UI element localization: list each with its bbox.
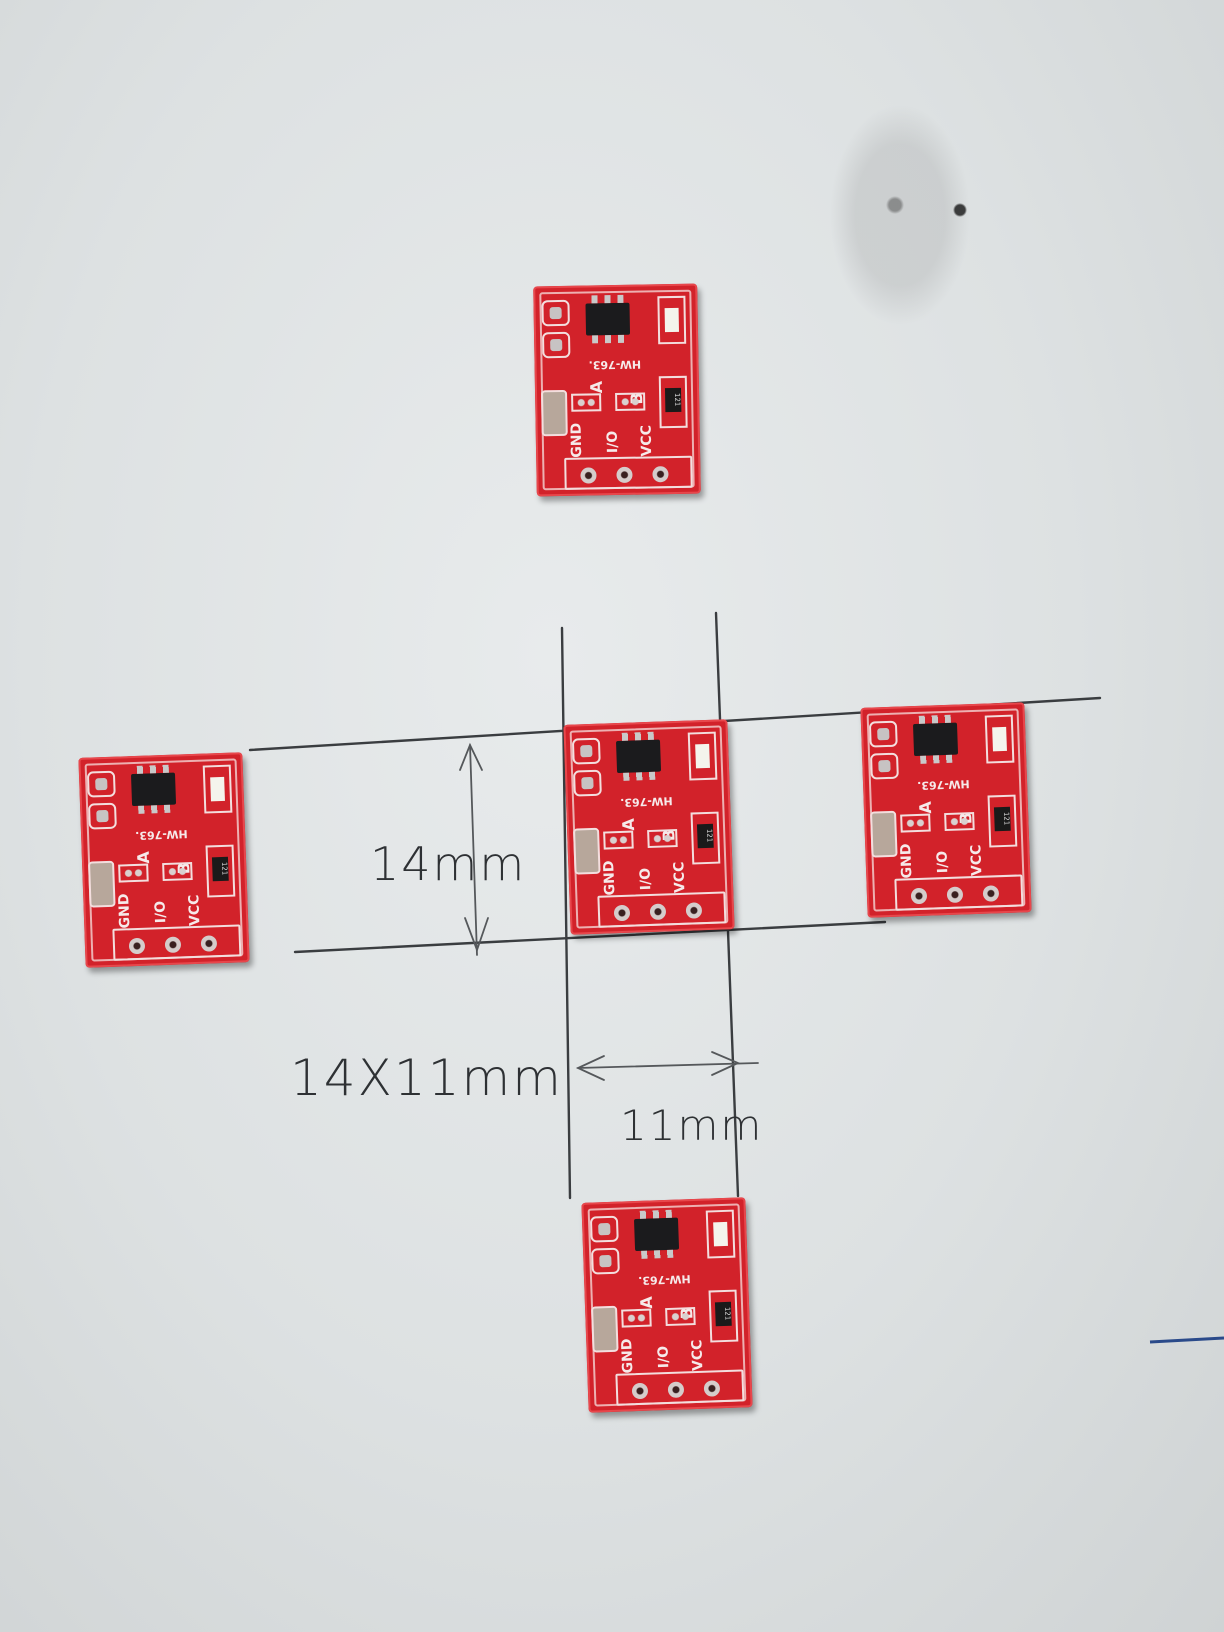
label-a: A	[586, 380, 607, 394]
led	[202, 764, 233, 814]
led	[984, 714, 1015, 764]
height-arrow-bottom-head	[464, 917, 489, 953]
height-arrow	[469, 744, 478, 956]
mount-pad	[541, 299, 570, 327]
capacitor	[573, 827, 601, 875]
pin-label-gnd: GND	[601, 860, 619, 896]
width-label: 11mm	[620, 1101, 763, 1150]
model-label: HW-763.	[588, 357, 642, 372]
touch-sensor-board-top: HW-763. A B GND I/O VCC	[533, 283, 701, 497]
pin-label-io: I/O	[655, 1345, 673, 1369]
jumper-b	[944, 812, 975, 832]
bottom-guide-line	[293, 920, 887, 954]
capacitor	[540, 389, 568, 437]
pin-label-io: I/O	[604, 430, 622, 454]
width-arrow	[577, 1062, 759, 1069]
led	[657, 295, 687, 345]
pin-label-vcc: VCC	[638, 424, 656, 457]
resistor	[205, 844, 236, 898]
capacitor	[591, 1305, 619, 1353]
ic-chip	[912, 722, 959, 757]
model-label: HW-763.	[637, 1272, 691, 1287]
pin-label-vcc: VCC	[689, 1339, 707, 1372]
ic-chip	[633, 1217, 680, 1252]
mount-pad	[571, 737, 601, 765]
size-label: 14X11mm	[290, 1049, 563, 1107]
touch-sensor-board-left: HW-763. A B GND I/O VCC	[78, 752, 250, 968]
label-a: A	[636, 1295, 657, 1310]
blue-pen-mark	[1149, 1336, 1224, 1344]
mount-pad	[589, 1215, 619, 1243]
pin-label-vcc: VCC	[968, 844, 986, 877]
model-label: HW-763.	[619, 794, 673, 809]
touch-sensor-board-center: HW-763. A B GND I/O VCC	[563, 719, 735, 935]
touch-sensor-board-bottom: HW-763. A B GND I/O VCC	[581, 1197, 753, 1413]
jumper-b	[615, 392, 646, 412]
width-arrow-left-head	[575, 1055, 605, 1081]
mount-pad	[541, 331, 571, 359]
touch-sensor-board-right: HW-763. A B GND I/O VCC	[860, 702, 1032, 918]
label-a: A	[915, 800, 936, 815]
mount-pad	[86, 770, 116, 798]
pin-label-gnd: GND	[116, 893, 134, 929]
pin-label-vcc: VCC	[671, 861, 689, 894]
jumper-a	[621, 1308, 652, 1328]
led	[687, 731, 718, 781]
pin-label-vcc: VCC	[186, 894, 204, 927]
height-label: 14mm	[370, 837, 526, 891]
pin-label-gnd: GND	[568, 422, 586, 458]
width-arrow-right-head	[711, 1051, 741, 1076]
resistor	[708, 1289, 739, 1343]
resistor	[690, 811, 721, 865]
pin-label-gnd: GND	[619, 1338, 637, 1374]
pin-label-io: I/O	[637, 867, 655, 891]
resistor	[658, 375, 688, 429]
label-a: A	[618, 817, 639, 832]
mount-pad	[87, 802, 117, 830]
jumper-a	[571, 393, 602, 412]
mount-pad	[868, 720, 898, 748]
jumper-a	[118, 863, 149, 883]
resistor	[987, 794, 1018, 848]
jumper-b	[665, 1307, 696, 1327]
ic-chip	[130, 772, 177, 807]
ic-chip	[615, 739, 662, 774]
mount-pad	[590, 1247, 620, 1275]
pin-label-io: I/O	[934, 850, 952, 874]
label-a: A	[133, 850, 154, 865]
mount-pad	[572, 769, 602, 797]
model-label: HW-763.	[916, 777, 970, 792]
capacitor	[88, 860, 116, 908]
left-guide-line	[560, 626, 572, 1200]
led	[705, 1209, 736, 1259]
capacitor	[870, 810, 898, 858]
jumper-a	[603, 830, 634, 850]
jumper-b	[647, 829, 678, 849]
mount-pad	[869, 752, 899, 780]
model-label: HW-763.	[134, 827, 188, 842]
ic-chip	[585, 302, 631, 336]
height-arrow-top-head	[459, 742, 483, 771]
pin-label-gnd: GND	[898, 843, 916, 879]
jumper-b	[162, 862, 193, 882]
jumper-a	[900, 813, 931, 833]
pin-label-io: I/O	[152, 900, 170, 924]
